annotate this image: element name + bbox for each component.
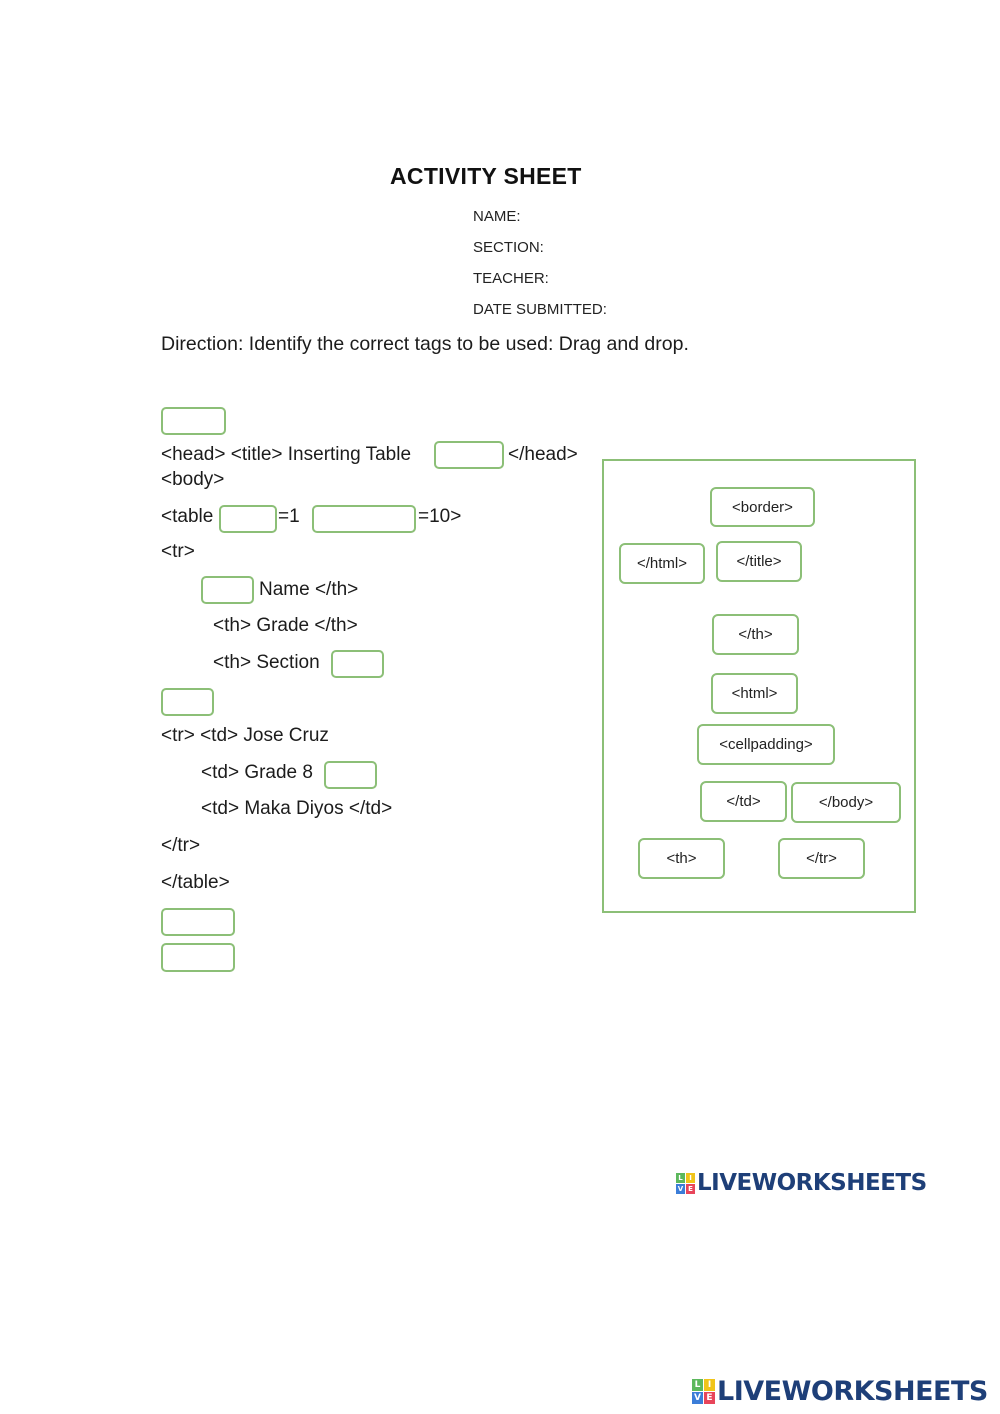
code-table-open: <table (161, 506, 214, 527)
chip-body-close[interactable]: </body> (791, 782, 901, 823)
code-td-maka: <td> Maka Diyos </td> (201, 798, 393, 819)
chip-title-close[interactable]: </title> (716, 541, 802, 582)
code-border-value: =1 (278, 506, 300, 527)
chip-th-close[interactable]: </th> (712, 614, 799, 655)
page-title: ACTIVITY SHEET (390, 163, 582, 189)
drop-zone-5[interactable] (201, 576, 254, 604)
drop-zone-7[interactable] (161, 688, 214, 716)
code-table-close: </table> (161, 872, 230, 893)
code-tr-td-jose: <tr> <td> Jose Cruz (161, 725, 329, 746)
logo-grid-icon: L I V E (676, 1172, 695, 1194)
drop-zone-8[interactable] (324, 761, 377, 789)
drop-zone-2[interactable] (434, 441, 504, 469)
drop-zone-10[interactable] (161, 943, 235, 972)
logo-text: LIVEWORKSHEETS (697, 1170, 927, 1196)
chip-html-open[interactable]: <html> (711, 673, 798, 714)
teacher-label: TEACHER: (473, 270, 549, 287)
code-head-line: <head> <title> Inserting Table (161, 444, 412, 465)
liveworksheets-footer-logo: L I V E LIVEWORKSHEETS (692, 1376, 988, 1407)
logo-text: LIVEWORKSHEETS (717, 1376, 988, 1407)
code-tr-close: </tr> (161, 835, 201, 856)
direction-text: Direction: Identify the correct tags to … (161, 333, 689, 355)
drop-zone-1[interactable] (161, 407, 226, 435)
chip-td-close[interactable]: </td> (700, 781, 787, 822)
drop-zone-3[interactable] (219, 505, 277, 533)
name-label: NAME: (473, 208, 521, 225)
drop-zone-9[interactable] (161, 908, 235, 936)
code-grade-th: <th> Grade </th> (213, 615, 358, 636)
code-section-th: <th> Section (213, 652, 320, 673)
code-cellpadding-value: =10> (418, 506, 462, 527)
answer-bank (602, 459, 916, 913)
drop-zone-4[interactable] (312, 505, 416, 533)
chip-th-open[interactable]: <th> (638, 838, 725, 879)
code-name-th: Name </th> (259, 579, 359, 600)
drop-zone-6[interactable] (331, 650, 384, 678)
chip-tr-close[interactable]: </tr> (778, 838, 865, 879)
logo-grid-icon: L I V E (692, 1379, 715, 1404)
code-td-grade8: <td> Grade 8 (201, 762, 313, 783)
code-head-close: </head> (508, 444, 578, 465)
chip-html-close[interactable]: </html> (619, 543, 705, 584)
code-body-open: <body> (161, 469, 225, 490)
liveworksheets-logo: L I V E LIVEWORKSHEETS (676, 1170, 927, 1196)
chip-cellpadding[interactable]: <cellpadding> (697, 724, 835, 765)
code-tr-open: <tr> (161, 541, 195, 562)
section-label: SECTION: (473, 239, 544, 256)
date-submitted-label: DATE SUBMITTED: (473, 301, 607, 318)
chip-border[interactable]: <border> (710, 487, 815, 527)
